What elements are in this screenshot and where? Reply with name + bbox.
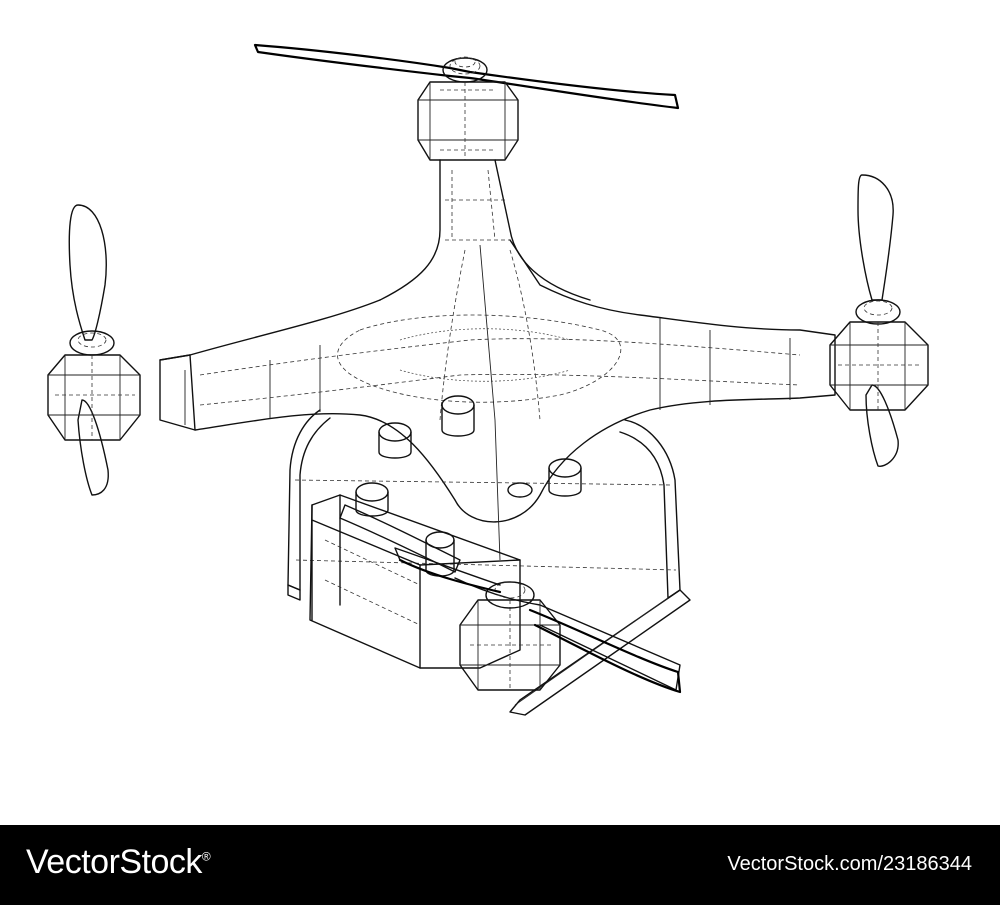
motor-pod-top <box>417 81 519 161</box>
propeller-left <box>68 204 115 496</box>
landing-gear <box>287 409 691 716</box>
motor-pod-right <box>829 321 929 411</box>
drone-body <box>159 239 836 561</box>
drone-wireframe-illustration <box>47 43 929 716</box>
watermark-footer-bar: VectorStock® VectorStock.com/23186344 <box>0 825 1000 905</box>
brand-name: VectorStock <box>26 843 202 881</box>
propeller-right <box>855 174 901 467</box>
image-credit-link[interactable]: VectorStock.com/23186344 <box>727 853 972 875</box>
registered-mark: ® <box>201 849 211 864</box>
arm-top <box>379 159 591 301</box>
body-underside-details <box>355 395 582 577</box>
drone-wireframe-svg <box>47 43 929 716</box>
propeller-top <box>253 43 680 110</box>
propeller-front <box>394 547 682 694</box>
vectorstock-logo[interactable]: VectorStock® <box>26 843 211 882</box>
motor-pod-left <box>47 354 141 441</box>
camera-gimbal <box>309 494 681 691</box>
motor-pod-front <box>459 599 561 691</box>
